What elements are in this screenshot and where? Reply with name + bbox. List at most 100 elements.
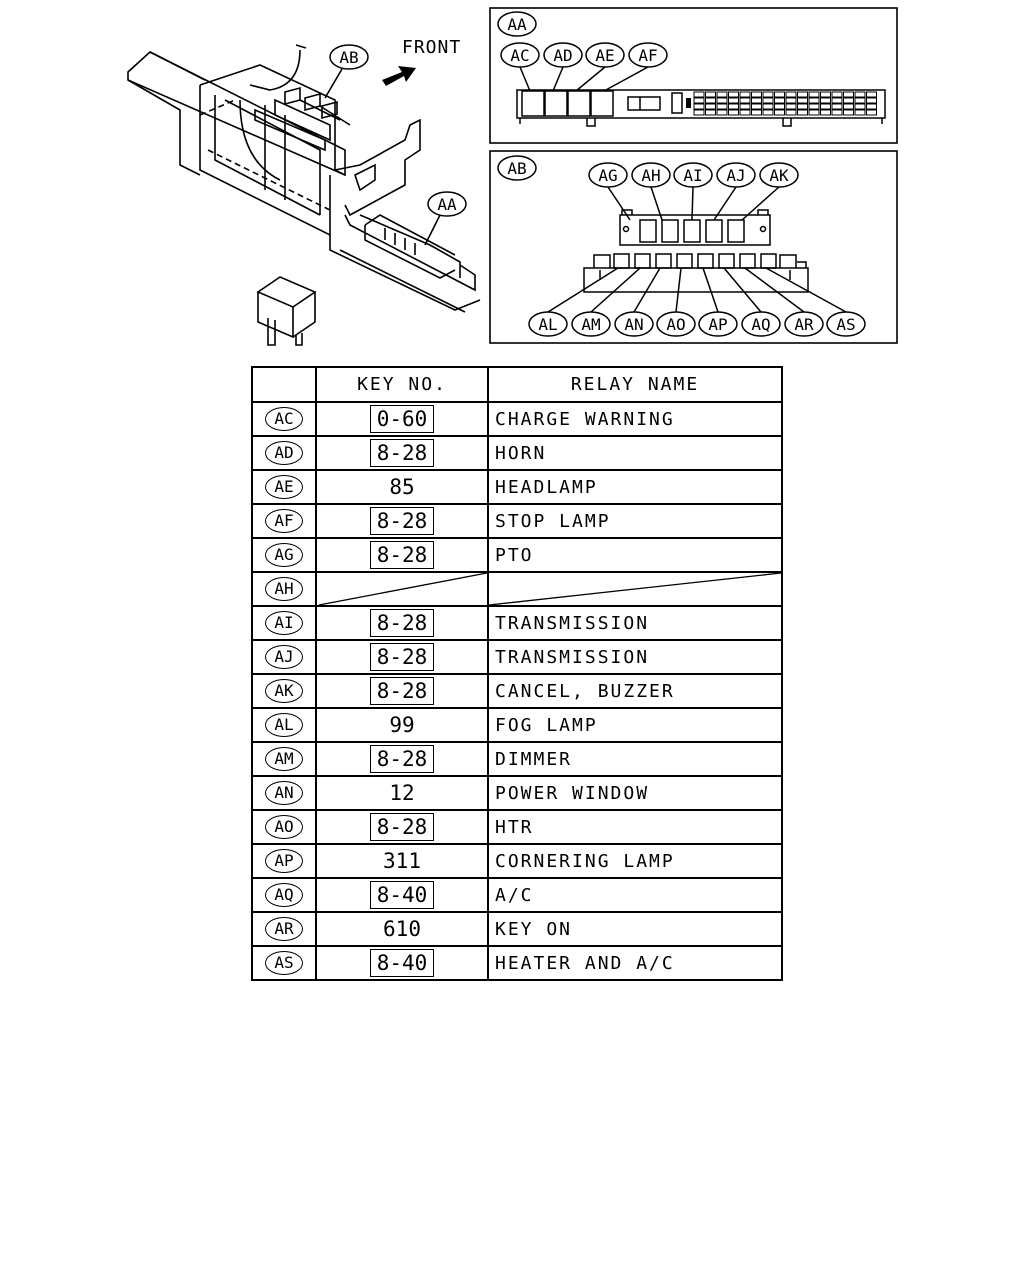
- relay-name-cell: DIMMER: [487, 741, 783, 777]
- relay-tag-cell: AF: [251, 503, 317, 539]
- callout-ag: AG: [598, 166, 617, 185]
- key-number: 99: [389, 713, 415, 737]
- table-row: AJ 8-28 TRANSMISSION: [251, 639, 783, 675]
- relay-tag-cell: AI: [251, 605, 317, 641]
- relay-name-cell: HEADLAMP: [487, 469, 783, 505]
- callout-ai: AI: [683, 166, 702, 185]
- panel-aa-title: AA: [507, 15, 527, 34]
- relay-tag: AF: [265, 509, 303, 533]
- key-no-cell: [315, 571, 489, 607]
- relay-cube-illustration: [256, 276, 317, 346]
- key-number: 0-60: [369, 405, 435, 433]
- table-row: AC 0-60 CHARGE WARNING: [251, 401, 783, 437]
- key-no-cell: 99: [315, 707, 489, 743]
- relay-name: KEY ON: [495, 918, 573, 940]
- relay-name-cell: A/C: [487, 877, 783, 913]
- relay-tag: AD: [265, 441, 303, 465]
- relay-tag: AJ: [265, 645, 303, 669]
- callout-aa-label: AA: [437, 195, 457, 214]
- relay-name-cell: HTR: [487, 809, 783, 845]
- key-number: 8-40: [369, 949, 435, 977]
- key-no-cell: 8-40: [315, 877, 489, 913]
- relay-name: HEADLAMP: [495, 476, 598, 498]
- relay-tag-cell: AP: [251, 843, 317, 879]
- table-row: AL 99 FOG LAMP: [251, 707, 783, 743]
- relay-name-cell: FOG LAMP: [487, 707, 783, 743]
- callout-ac: AC: [510, 46, 529, 65]
- key-no-cell: 0-60: [315, 401, 489, 437]
- relay-tag-cell: AC: [251, 401, 317, 437]
- relay-tag-cell: AE: [251, 469, 317, 505]
- callout-ad: AD: [553, 46, 572, 65]
- relay-tag: AI: [265, 611, 303, 635]
- relay-tag-cell: AN: [251, 775, 317, 811]
- callout-ah: AH: [641, 166, 660, 185]
- relay-tag-cell: AD: [251, 435, 317, 471]
- relay-name-cell: CANCEL, BUZZER: [487, 673, 783, 709]
- callout-an: AN: [624, 315, 643, 334]
- relay-name: HTR: [495, 816, 534, 838]
- relay-tag: AG: [265, 543, 303, 567]
- callout-aq: AQ: [751, 315, 770, 334]
- callout-ao: AO: [666, 315, 685, 334]
- callout-ar: AR: [794, 315, 814, 334]
- key-number: 610: [383, 917, 421, 941]
- table-header-row: KEY NO. RELAY NAME: [251, 366, 783, 403]
- table-row: AH: [251, 571, 783, 607]
- relay-name-cell: KEY ON: [487, 911, 783, 947]
- relay-name-cell: CHARGE WARNING: [487, 401, 783, 437]
- relay-name: TRANSMISSION: [495, 612, 650, 634]
- key-number: 12: [389, 781, 415, 805]
- relay-name-cell: [487, 571, 783, 607]
- key-no-cell: 8-40: [315, 945, 489, 981]
- relay-tag: AR: [265, 917, 303, 941]
- relay-tag: AK: [265, 679, 303, 703]
- callout-ae: AE: [595, 46, 614, 65]
- relay-tag-cell: AL: [251, 707, 317, 743]
- front-label: FRONT: [402, 37, 461, 58]
- relay-tag: AH: [265, 577, 303, 601]
- key-no-cell: 8-28: [315, 435, 489, 471]
- relay-name: HORN: [495, 442, 547, 464]
- callout-al: AL: [538, 315, 557, 334]
- relay-name-cell: PTO: [487, 537, 783, 573]
- callout-ap: AP: [708, 315, 727, 334]
- relay-name-cell: HORN: [487, 435, 783, 471]
- relay-name-cell: CORNERING LAMP: [487, 843, 783, 879]
- table-row: AR 610 KEY ON: [251, 911, 783, 947]
- key-number: 8-28: [369, 643, 435, 671]
- empty-slash: [489, 573, 781, 605]
- panel-ab-title: AB: [507, 159, 526, 178]
- key-no-cell: 8-28: [315, 741, 489, 777]
- relay-name: DIMMER: [495, 748, 573, 770]
- relay-tag-cell: AJ: [251, 639, 317, 675]
- table-row: AD 8-28 HORN: [251, 435, 783, 471]
- relay-name-cell: TRANSMISSION: [487, 639, 783, 675]
- key-number: 8-28: [369, 507, 435, 535]
- key-no-cell: 8-28: [315, 503, 489, 539]
- key-no-cell: 12: [315, 775, 489, 811]
- callout-am: AM: [581, 315, 600, 334]
- callout-ab-label: AB: [339, 48, 358, 67]
- header-tag: [251, 366, 317, 403]
- key-no-cell: 311: [315, 843, 489, 879]
- relay-tag-cell: AS: [251, 945, 317, 981]
- relay-name: TRANSMISSION: [495, 646, 650, 668]
- key-number: 8-28: [369, 609, 435, 637]
- table-row: AN 12 POWER WINDOW: [251, 775, 783, 811]
- relay-tag-cell: AH: [251, 571, 317, 607]
- header-key-no: KEY NO.: [315, 366, 489, 403]
- vehicle-frame-illustration: [127, 44, 481, 313]
- key-number: 8-28: [369, 439, 435, 467]
- relay-name: POWER WINDOW: [495, 782, 650, 804]
- relay-name-cell: STOP LAMP: [487, 503, 783, 539]
- relay-tag: AL: [265, 713, 303, 737]
